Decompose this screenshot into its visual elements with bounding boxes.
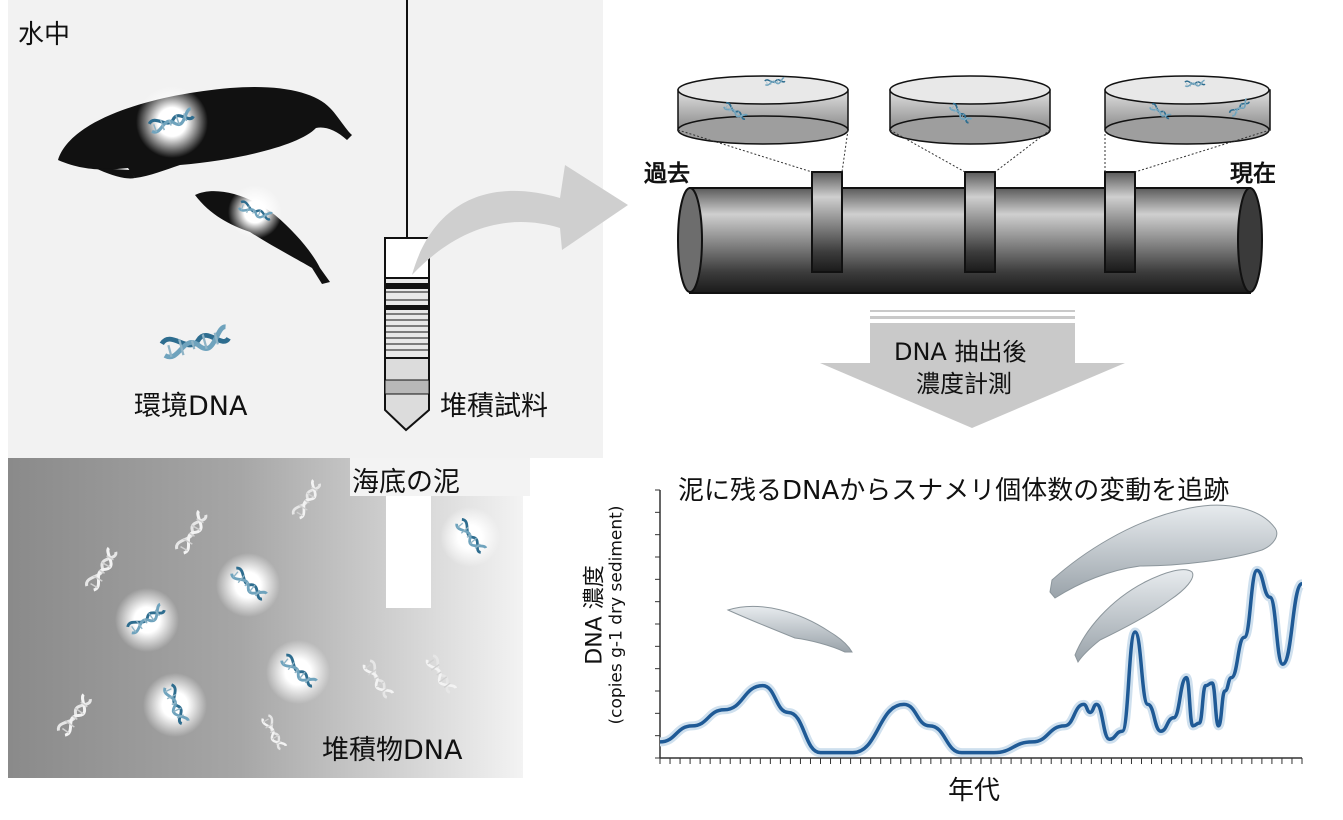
process-label-line1: DNA 抽出後 (894, 338, 1027, 366)
porpoise-illustration-medium (1074, 569, 1194, 664)
process-arrow (820, 310, 1125, 428)
porpoise-illustration-large (1049, 504, 1278, 599)
past-label: 過去 (644, 161, 690, 187)
magnified-disc-3 (1104, 75, 1271, 145)
series-line-0 (659, 568, 1304, 755)
sediment-core (677, 171, 1263, 294)
edna-label: 環境DNA (134, 391, 248, 422)
present-label: 現在 (1230, 161, 1276, 187)
series-glow-0 (659, 565, 1307, 758)
mud-label-background (350, 458, 530, 496)
transfer-arrow (412, 165, 628, 275)
sediment-dna-label: 堆積物DNA (322, 735, 463, 766)
seafloor-mud-label: 海底の泥 (352, 467, 460, 498)
sediment-sample-label: 堆積試料 (440, 391, 548, 422)
water-panel (8, 0, 603, 458)
porpoise-illustration (726, 605, 853, 653)
magnified-disc-2 (889, 75, 1051, 145)
process-label-line2: 濃度計測 (916, 370, 1012, 398)
water-label: 水中 (18, 20, 71, 50)
chart-xlabel: 年代 (948, 776, 1001, 806)
chart-title: 泥に残るDNAからスナメリ個体数の変動を追跡 (678, 476, 1230, 506)
